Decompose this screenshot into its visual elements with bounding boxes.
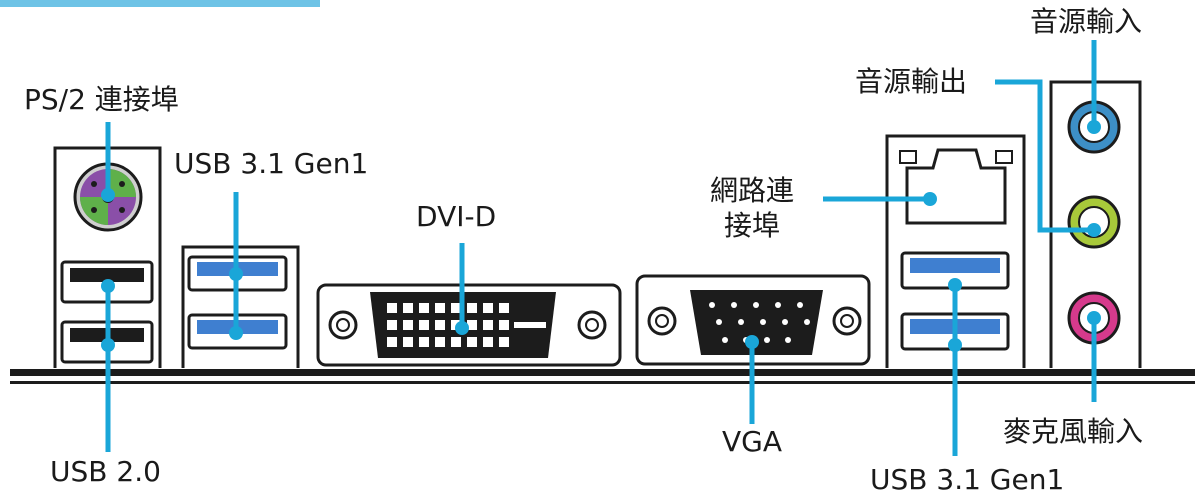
usb31-port-right-upper	[900, 251, 1010, 290]
title-fragment	[0, 0, 320, 7]
label-usb31-bottom: USB 3.1 Gen1	[870, 463, 1065, 496]
label-network: 網路連 接埠	[710, 174, 795, 242]
label-mic-in: 麥克風輸入	[1003, 415, 1144, 448]
callout-dots	[101, 120, 1101, 352]
label-dvi: DVI-D	[416, 200, 497, 233]
base-rail	[10, 369, 1195, 384]
label-audio-in: 音源輸入	[1030, 5, 1143, 38]
label-audio-out: 音源輸出	[855, 65, 968, 98]
label-ps2: PS/2 連接埠	[24, 83, 179, 116]
label-usb31-top: USB 3.1 Gen1	[174, 147, 369, 180]
vga-screw-left	[647, 306, 677, 336]
audio-out-jack	[1067, 195, 1121, 249]
label-usb20: USB 2.0	[50, 455, 161, 488]
usb31-stack-left	[181, 245, 300, 368]
vga-port	[635, 274, 871, 366]
callout-audio-out	[995, 79, 1094, 233]
callout-lines	[105, 40, 1097, 456]
dvi-screw-right	[577, 310, 607, 340]
lan-port	[899, 148, 1013, 225]
dvi-screw-left	[328, 310, 358, 340]
label-vga: VGA	[722, 425, 783, 458]
vga-screw-right	[832, 306, 862, 336]
dvi-port	[316, 283, 622, 367]
